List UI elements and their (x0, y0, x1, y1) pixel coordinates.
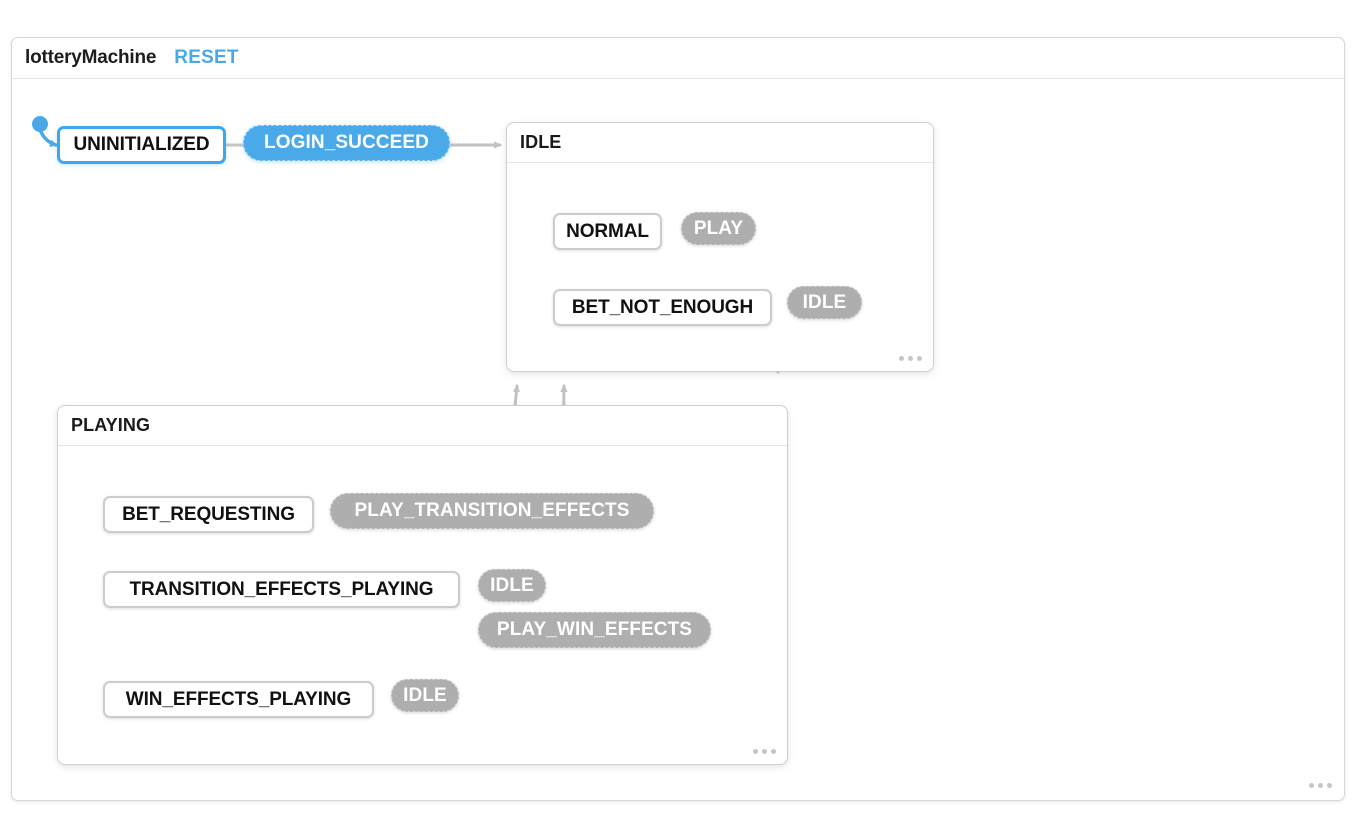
event-play-transition-effects[interactable]: PLAY_TRANSITION_EFFECTS (330, 493, 654, 529)
event-play-transition-effects-label: PLAY_TRANSITION_EFFECTS (354, 500, 630, 521)
event-idle-from-win-label: IDLE (403, 684, 447, 706)
event-idle-from-win[interactable]: IDLE (391, 679, 459, 712)
state-normal-label: NORMAL (566, 220, 649, 242)
state-bet-not-enough[interactable]: BET_NOT_ENOUGH (553, 289, 772, 326)
state-bet-requesting[interactable]: BET_REQUESTING (103, 496, 314, 533)
event-idle-from-bet-not-enough-label: IDLE (802, 291, 847, 313)
dot (1318, 783, 1323, 788)
state-uninitialized-label: UNINITIALIZED (73, 134, 210, 155)
dot (753, 749, 758, 754)
reset-button[interactable]: RESET (174, 47, 239, 68)
panel-resize-handle[interactable] (1309, 783, 1332, 788)
event-play-win-effects[interactable]: PLAY_WIN_EFFECTS (478, 612, 711, 648)
state-win-effects-playing-label: WIN_EFFECTS_PLAYING (125, 688, 352, 710)
event-idle-from-transition[interactable]: IDLE (478, 569, 546, 602)
state-normal[interactable]: NORMAL (553, 213, 662, 250)
dot (762, 749, 767, 754)
playing-resize-handle[interactable] (753, 749, 776, 754)
compound-state-playing-titlebar: PLAYING (58, 406, 787, 446)
state-win-effects-playing[interactable]: WIN_EFFECTS_PLAYING (103, 681, 374, 718)
dot (908, 356, 913, 361)
event-play-label: PLAY (693, 217, 744, 239)
dot (1327, 783, 1332, 788)
state-bet-requesting-label: BET_REQUESTING (122, 503, 295, 525)
state-uninitialized[interactable]: UNINITIALIZED (57, 126, 226, 164)
state-transition-effects-playing-label: TRANSITION_EFFECTS_PLAYING (129, 578, 434, 600)
event-play-win-effects-label: PLAY_WIN_EFFECTS (496, 619, 693, 640)
event-login-succeed-label: LOGIN_SUCCEED (264, 132, 429, 153)
dot (917, 356, 922, 361)
machine-title: lotteryMachine (25, 47, 157, 68)
event-idle-from-bet-not-enough[interactable]: IDLE (787, 286, 862, 319)
machine-titlebar: lotteryMachine RESET (12, 38, 1344, 79)
dot (899, 356, 904, 361)
compound-state-playing-label: PLAYING (71, 415, 151, 435)
compound-state-idle-label: IDLE (520, 132, 562, 152)
event-login-succeed[interactable]: LOGIN_SUCCEED (243, 125, 450, 161)
state-bet-not-enough-label: BET_NOT_ENOUGH (571, 296, 754, 318)
idle-resize-handle[interactable] (899, 356, 922, 361)
dot (771, 749, 776, 754)
compound-state-idle-titlebar: IDLE (507, 123, 933, 163)
state-transition-effects-playing[interactable]: TRANSITION_EFFECTS_PLAYING (103, 571, 460, 608)
event-play[interactable]: PLAY (681, 212, 756, 245)
event-idle-from-transition-label: IDLE (490, 574, 534, 596)
dot (1309, 783, 1314, 788)
